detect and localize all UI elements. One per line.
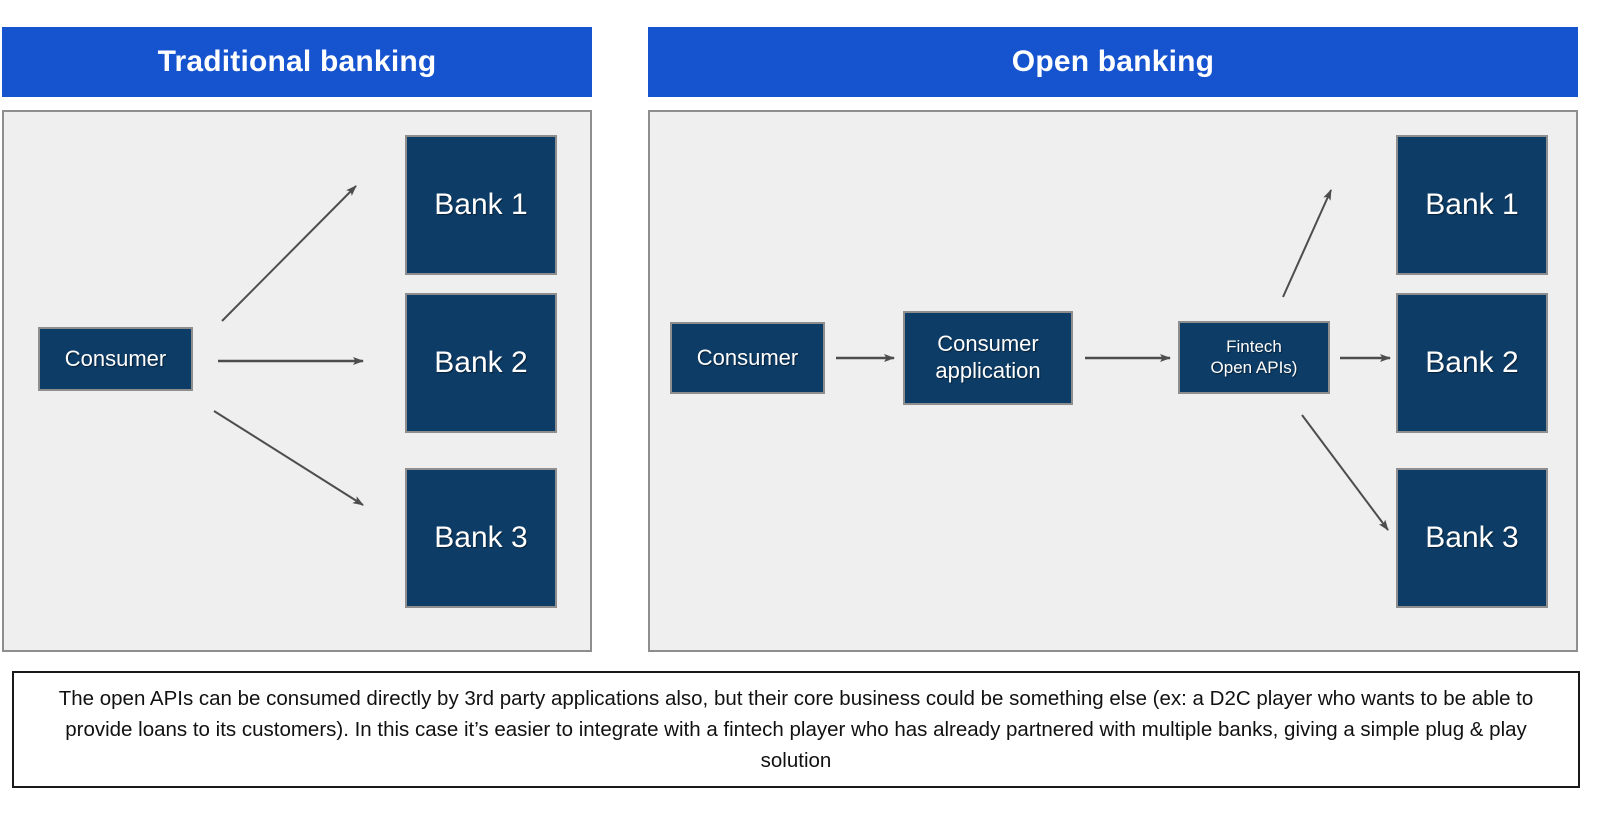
node-traditional-bank-3: Bank 3 [405, 468, 557, 608]
section-header-open-banking: Open banking [648, 27, 1578, 97]
node-open-fintech-open-apis: Fintech Open APIs) [1178, 321, 1330, 394]
section-header-traditional: Traditional banking [2, 27, 592, 97]
node-open-bank-1: Bank 1 [1396, 135, 1548, 275]
node-open-bank-2: Bank 2 [1396, 293, 1548, 433]
node-open-bank-3: Bank 3 [1396, 468, 1548, 608]
node-traditional-consumer: Consumer [38, 327, 193, 391]
node-open-consumer-application: Consumer application [903, 311, 1073, 405]
caption-text: The open APIs can be consumed directly b… [58, 686, 1534, 773]
node-traditional-bank-1: Bank 1 [405, 135, 557, 275]
node-open-consumer: Consumer [670, 322, 825, 394]
node-traditional-bank-2: Bank 2 [405, 293, 557, 433]
caption-box: The open APIs can be consumed directly b… [12, 671, 1580, 788]
